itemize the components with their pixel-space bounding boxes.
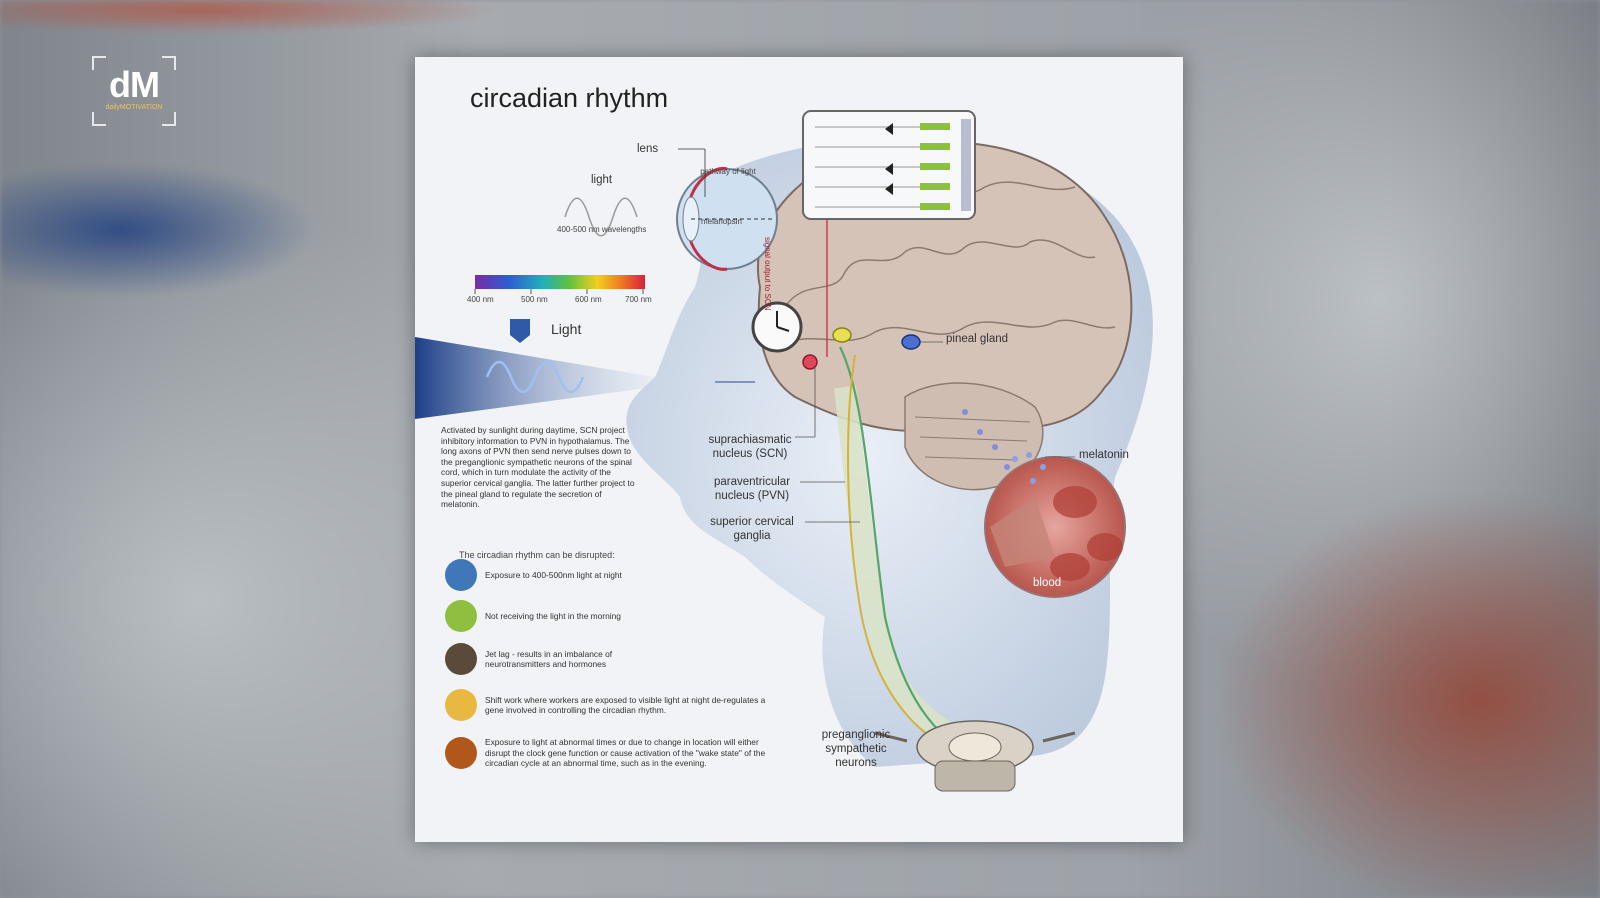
disruption-text: Not receiving the light in the morning bbox=[485, 610, 621, 621]
disruption-item: Jet lag - results in an imbalance of neu… bbox=[445, 643, 805, 675]
pvn-label: paraventricular nucleus (PVN) bbox=[713, 476, 791, 502]
melanopsin-label: melanopsin bbox=[701, 217, 742, 226]
signal-output-label: signal output to SCN bbox=[763, 237, 772, 311]
spectrum-tick-500: 500 nm bbox=[521, 295, 548, 304]
light-heading: Light bbox=[551, 321, 582, 337]
explanation-paragraph: Activated by sunlight during daytime, SC… bbox=[441, 425, 635, 510]
disruption-item: Exposure to light at abnormal times or d… bbox=[445, 737, 805, 769]
logo-corner bbox=[162, 56, 176, 70]
light-wave-small bbox=[564, 197, 638, 237]
scn-label: suprachiasmatic nucleus (SCN) bbox=[708, 434, 792, 460]
logo-mark: dM bbox=[109, 64, 160, 105]
poster-title: circadian rhythm bbox=[470, 83, 669, 113]
logo-corner bbox=[162, 112, 176, 126]
spectrum-tick-400: 400 nm bbox=[467, 295, 494, 304]
disruption-item: Not receiving the light in the morning bbox=[445, 600, 805, 632]
poster-illustration bbox=[415, 110, 1153, 792]
jet-lag-person-icon bbox=[445, 643, 477, 675]
circadian-poster: circadian rhythm lens light 400-500 nm w… bbox=[415, 57, 1183, 842]
pathway-label: pathway of light bbox=[700, 167, 756, 176]
disruption-item: Exposure to 400-500nm light at night bbox=[445, 559, 805, 591]
shift-worker-icon bbox=[445, 689, 477, 721]
vertebra bbox=[874, 720, 1076, 792]
morning-field-icon bbox=[445, 600, 477, 632]
neural-circuit-panel bbox=[802, 110, 976, 220]
spectrum-tick-700: 700 nm bbox=[625, 295, 652, 304]
pineal-gland-label: pineal gland bbox=[946, 333, 1009, 345]
scn-dot bbox=[802, 354, 818, 370]
disruption-item: Shift work where workers are exposed to … bbox=[445, 689, 805, 721]
disruption-text: Exposure to 400-500nm light at night bbox=[485, 569, 622, 580]
melatonin-label: melatonin bbox=[1079, 449, 1129, 461]
light-wave-big bbox=[485, 360, 585, 394]
pvn-dot bbox=[832, 327, 852, 343]
disruption-text: Exposure to light at abnormal times or d… bbox=[485, 737, 766, 769]
spectrum-bar bbox=[475, 275, 645, 289]
blood-circle bbox=[984, 456, 1126, 598]
light-label: light bbox=[591, 174, 613, 186]
spectrum-tick-600: 600 nm bbox=[575, 295, 602, 304]
logo-corner bbox=[92, 112, 106, 126]
scg-label: superior cervical ganglia bbox=[710, 516, 794, 542]
pineal-gland-dot bbox=[901, 334, 921, 350]
cerebellum bbox=[904, 382, 1044, 491]
clock-icon bbox=[751, 301, 803, 353]
channel-logo: dM dailyMOTIVATION bbox=[92, 56, 176, 126]
abnormal-light-icon bbox=[445, 737, 477, 769]
wavelengths-label: 400-500 nm wavelengths bbox=[557, 225, 647, 234]
blue-light-icon bbox=[445, 559, 477, 591]
disruption-text: Shift work where workers are exposed to … bbox=[485, 694, 766, 715]
preganglionic-label: preganglionic sympathetic neurons bbox=[821, 729, 891, 769]
disruption-text: Jet lag - results in an imbalance of neu… bbox=[485, 648, 613, 669]
eye-diagram bbox=[676, 166, 778, 271]
disrupt-heading: The circadian rhythm can be disrupted: bbox=[459, 550, 615, 560]
light-shield-icon bbox=[510, 319, 530, 343]
lens-label: lens bbox=[637, 143, 659, 155]
logo-subtitle: dailyMOTIVATION bbox=[105, 104, 163, 111]
logo-corner bbox=[92, 56, 106, 70]
blood-label: blood bbox=[1033, 577, 1062, 589]
